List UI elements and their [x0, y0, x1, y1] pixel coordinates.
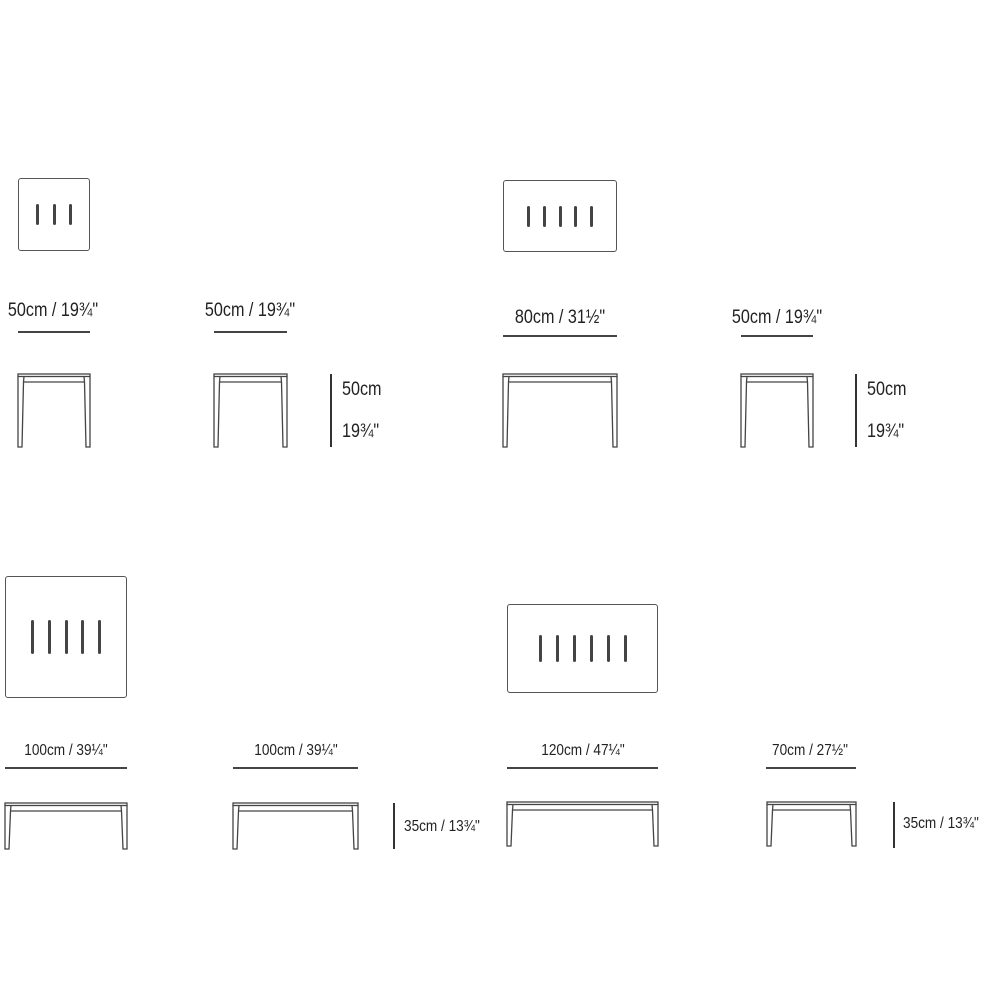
depth-dimension-line	[233, 767, 358, 769]
side-view-table	[213, 373, 288, 448]
width-dimension-line	[507, 767, 658, 769]
slot-mark	[574, 205, 578, 227]
front-view-table	[502, 373, 618, 448]
slot-mark	[555, 635, 559, 662]
front-view-table	[17, 373, 91, 448]
tabletop	[17, 373, 91, 378]
table-leg-right	[120, 805, 128, 850]
height-in-label: 19¾"	[867, 421, 905, 442]
table-leg-left	[502, 376, 510, 448]
slot-mark	[47, 620, 51, 654]
slot-mark	[538, 635, 542, 662]
depth-dimension-line	[214, 331, 287, 333]
depth-label: 70cm / 27½"	[772, 742, 848, 759]
table-leg-left	[766, 804, 774, 847]
tabletop	[502, 373, 618, 378]
table-leg-right	[651, 804, 659, 847]
table-leg-right	[351, 805, 359, 850]
depth-dimension-line	[741, 335, 813, 337]
top-view-120x70	[507, 604, 658, 693]
height-dimension-line	[855, 374, 857, 447]
slot-mark	[30, 620, 34, 654]
table-leg-left	[232, 805, 240, 850]
tabletop	[213, 373, 288, 378]
slot-mark	[606, 635, 610, 662]
height-cm-label: 50cm	[867, 379, 907, 400]
table-leg-right	[806, 376, 814, 448]
table-leg-left	[740, 376, 748, 448]
top-view-80x50	[503, 180, 617, 252]
slot-mark	[558, 205, 562, 227]
slot-mark	[52, 203, 56, 226]
tabletop	[506, 801, 659, 806]
table-leg-left	[17, 376, 25, 448]
width-label: 50cm / 19¾"	[7, 300, 99, 321]
slot-mark	[64, 620, 68, 654]
height-label: 35cm / 13¾"	[404, 818, 480, 835]
side-view-table	[766, 801, 857, 847]
slot-mark	[623, 635, 627, 662]
slot-mark	[589, 635, 593, 662]
depth-label: 50cm / 19¾"	[204, 300, 296, 321]
tabletop	[232, 802, 359, 807]
height-label: 35cm / 13¾"	[903, 815, 979, 832]
width-label: 120cm / 47¼"	[541, 742, 625, 759]
height-dimension-line	[893, 802, 895, 848]
slot-mark	[98, 620, 102, 654]
slot-mark	[589, 205, 593, 227]
tabletop	[4, 802, 128, 807]
slot-mark	[542, 205, 546, 227]
side-view-table	[740, 373, 814, 448]
slot-mark	[81, 620, 85, 654]
width-label: 80cm / 31½"	[514, 307, 606, 328]
table-leg-right	[610, 376, 618, 448]
slot-mark	[572, 635, 576, 662]
height-cm-label: 50cm	[342, 379, 382, 400]
table-leg-left	[213, 376, 221, 448]
depth-label: 100cm / 39¼"	[254, 742, 338, 759]
table-leg-right	[280, 376, 288, 448]
tabletop	[766, 801, 857, 806]
slot-mark	[527, 205, 531, 227]
width-dimension-line	[503, 335, 617, 337]
table-leg-left	[4, 805, 12, 850]
width-dimension-line	[18, 331, 90, 333]
top-view-100x100	[5, 576, 127, 698]
table-leg-right	[83, 376, 91, 448]
depth-label: 50cm / 19¾"	[731, 307, 823, 328]
height-dimension-line	[393, 803, 395, 849]
front-view-table	[506, 801, 659, 847]
slot-mark	[36, 203, 40, 226]
table-leg-left	[506, 804, 514, 847]
front-view-table	[4, 802, 128, 850]
depth-dimension-line	[766, 767, 856, 769]
table-leg-right	[849, 804, 857, 847]
height-dimension-line	[330, 374, 332, 447]
width-dimension-line	[5, 767, 127, 769]
height-in-label: 19¾"	[342, 421, 380, 442]
top-view-50x50	[18, 178, 90, 251]
tabletop	[740, 373, 814, 378]
slot-mark	[68, 203, 72, 226]
side-view-table	[232, 802, 359, 850]
width-label: 100cm / 39¼"	[24, 742, 108, 759]
